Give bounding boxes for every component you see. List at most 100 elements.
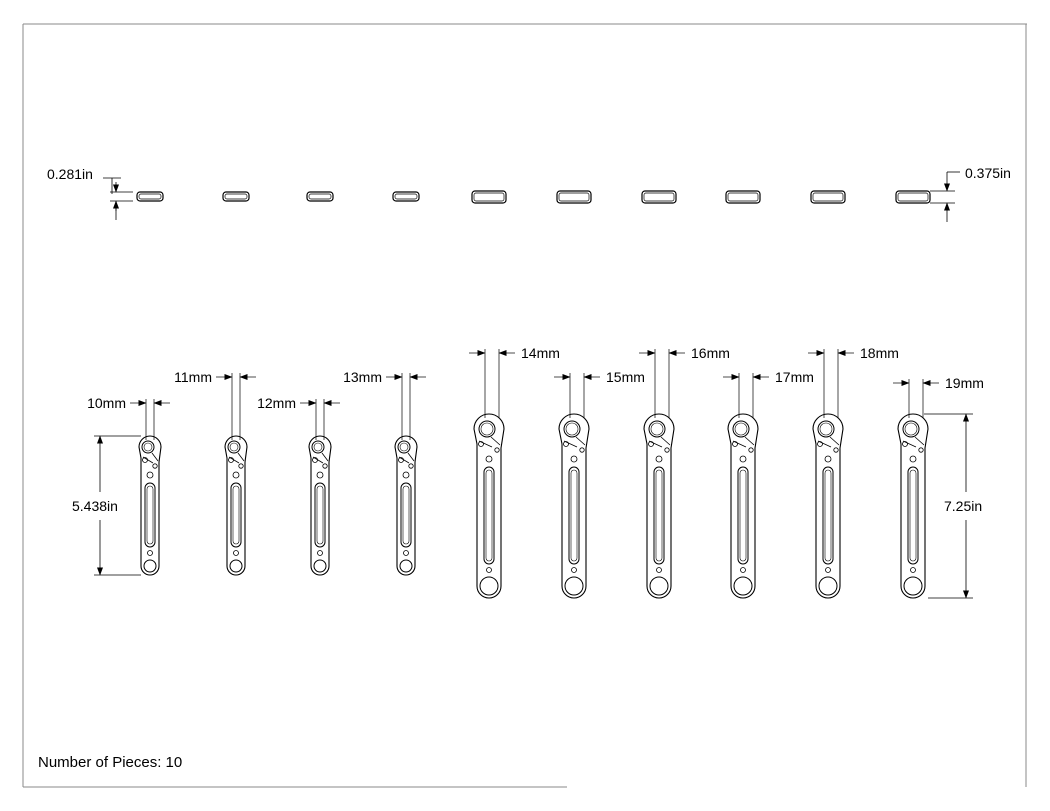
lower-hole [317, 550, 323, 556]
wrench-side-view-inner [224, 193, 248, 200]
size-dimension: 19mm [893, 375, 984, 418]
upper-hole [232, 471, 240, 479]
pin-hole [494, 447, 500, 453]
wrench-side-view-inner [138, 193, 162, 200]
wrench-views [138, 413, 929, 599]
pawl-detail [478, 436, 501, 448]
handle-slot [653, 466, 665, 565]
ratchet-bore-inner [480, 422, 494, 436]
wrench-side-view [725, 190, 761, 204]
length-dimension-long: 7.25in [924, 413, 982, 599]
pin-hole [664, 447, 670, 453]
pawl-detail [312, 452, 329, 464]
wrench-front-view [224, 435, 248, 576]
ratchet-bore [732, 420, 750, 438]
upper-hole [655, 455, 663, 463]
pivot-hole [902, 441, 908, 447]
thickness-dimension-left: 0.281in [47, 166, 133, 220]
ratchet-bore-inner [904, 422, 918, 436]
size-dimension: 11mm [174, 369, 256, 440]
size-dimension: 17mm [723, 369, 814, 418]
upper-hole [485, 455, 493, 463]
handle-slot [907, 466, 919, 565]
lower-hole [147, 550, 153, 556]
pawl-detail [902, 436, 925, 448]
pin-hole [408, 463, 414, 469]
ratchet-bore [227, 440, 241, 454]
end-hole [229, 559, 243, 573]
size-label: 16mm [691, 345, 730, 361]
ratchet-bore-inner [565, 422, 579, 436]
wrench-side-view [556, 190, 592, 204]
wrench-front-view [308, 435, 332, 576]
ratchet-bore [563, 420, 581, 438]
wrench-side-view-inner [394, 193, 418, 200]
wrench-front-view [897, 413, 929, 599]
lower-hole [486, 567, 492, 573]
wrench-side-view [306, 191, 334, 202]
size-label: 11mm [174, 369, 212, 385]
wrench-side-view-inner [308, 193, 332, 200]
ratchet-bore-inner [143, 442, 153, 452]
ratchet-bore [902, 420, 920, 438]
wrench-side-view [895, 190, 931, 204]
thickness-label-left: 0.281in [47, 166, 93, 182]
pivot-hole [817, 441, 823, 447]
upper-hole [570, 455, 578, 463]
ratchet-bore [648, 420, 666, 438]
pivot-hole [398, 457, 404, 463]
ratchet-bore [141, 440, 155, 454]
upper-hole [316, 471, 324, 479]
wrench-side-view-inner [812, 192, 844, 202]
ratchet-bore-inner [399, 442, 409, 452]
end-hole [903, 576, 923, 596]
wrench-front-view [643, 413, 675, 599]
pawl-detail [398, 452, 415, 464]
size-label: 18mm [860, 345, 899, 361]
ratchet-bore-inner [650, 422, 664, 436]
wrench-outline [812, 413, 844, 599]
ratchet-bore [311, 440, 325, 454]
piece-count-label: Number of Pieces: 10 [38, 754, 183, 771]
lower-hole [910, 567, 916, 573]
size-dimension: 10mm [87, 395, 170, 440]
handle-slot-inner [909, 469, 917, 562]
wrench-outline [727, 413, 759, 599]
thickness-dimension-right: 0.375in [930, 165, 1011, 222]
pivot-hole [142, 457, 148, 463]
size-dimension: 14mm [469, 345, 560, 418]
handle-slot-inner [739, 469, 747, 562]
pivot-hole [563, 441, 569, 447]
wrench-front-view [394, 435, 418, 576]
side-views-row [136, 190, 931, 204]
handle-slot [230, 482, 242, 548]
ratchet-bore-inner [229, 442, 239, 452]
ratchet-bore [817, 420, 835, 438]
handle-slot-inner [232, 485, 240, 545]
size-dimension: 18mm [808, 345, 899, 418]
lower-hole [656, 567, 662, 573]
pin-hole [579, 447, 585, 453]
size-dimension: 12mm [257, 395, 340, 440]
handle-slot [737, 466, 749, 565]
handle-slot-inner [146, 485, 154, 545]
pawl-detail [142, 452, 159, 464]
pivot-hole [732, 441, 738, 447]
upper-hole [909, 455, 917, 463]
lower-hole [740, 567, 746, 573]
pin-hole [152, 463, 158, 469]
ratchet-bore [397, 440, 411, 454]
size-dimension: 13mm [343, 369, 426, 440]
size-label: 15mm [606, 369, 645, 385]
wrench-side-view [392, 191, 420, 202]
pawl-detail [732, 436, 755, 448]
end-hole [479, 576, 499, 596]
size-label: 10mm [87, 395, 126, 411]
handle-slot-inner [316, 485, 324, 545]
pawl-detail [817, 436, 840, 448]
end-hole [399, 559, 413, 573]
thickness-label-right: 0.375in [965, 165, 1011, 181]
end-hole [649, 576, 669, 596]
wrench-side-view-inner [473, 192, 505, 202]
wrench-side-view-inner [897, 192, 929, 202]
